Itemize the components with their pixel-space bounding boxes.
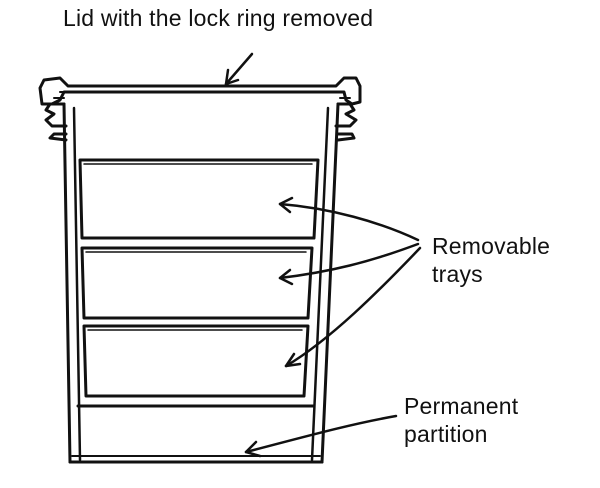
canister-bottom bbox=[68, 455, 324, 464]
lid-arrow bbox=[224, 52, 254, 86]
partition-arrow bbox=[244, 414, 398, 458]
trays-label: Removable trays bbox=[432, 232, 550, 288]
lid-label: Lid with the lock ring removed bbox=[63, 5, 374, 31]
left-rim-ribs bbox=[44, 102, 68, 142]
trays-arrow-2 bbox=[278, 242, 420, 286]
canister-walls bbox=[62, 102, 340, 464]
tray-1 bbox=[78, 158, 320, 240]
trays-label-line1: Removable bbox=[432, 233, 551, 259]
trays-arrow-1 bbox=[278, 196, 420, 242]
partition-label-line1: Permanent bbox=[404, 393, 519, 419]
trays-label-line2: trays bbox=[432, 261, 483, 287]
tray-3 bbox=[82, 324, 310, 398]
right-rim-ribs bbox=[334, 102, 358, 142]
tray-2 bbox=[80, 246, 314, 320]
partition-label: Permanent partition bbox=[404, 392, 518, 448]
partition-label-line2: partition bbox=[404, 421, 488, 447]
trays-arrow-3 bbox=[284, 246, 422, 368]
lid bbox=[38, 76, 362, 106]
